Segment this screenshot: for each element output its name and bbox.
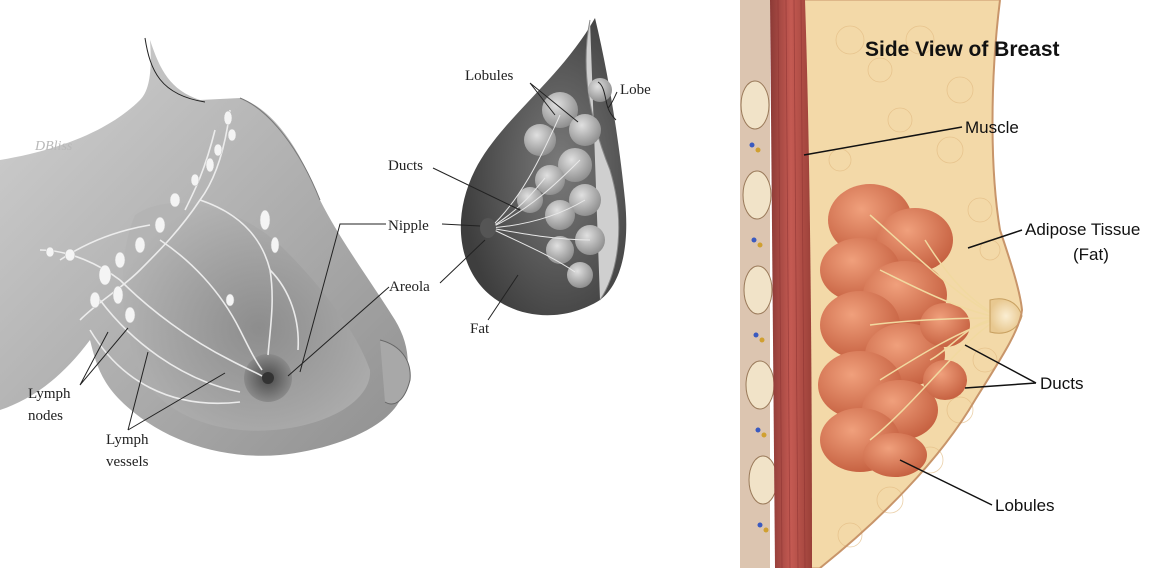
nipple bbox=[262, 372, 274, 384]
inset-nipple bbox=[480, 218, 496, 238]
label-lobe: Lobe bbox=[620, 82, 651, 98]
label-lymph-nodes-line2: nodes bbox=[28, 408, 63, 424]
pectoral-muscle bbox=[770, 0, 812, 568]
label-lymph-vessels-line2: vessels bbox=[106, 454, 149, 470]
artist-signature: DBliss bbox=[34, 139, 73, 154]
label-adipose-line2: (Fat) bbox=[1073, 245, 1109, 264]
label-muscle: Muscle bbox=[965, 118, 1019, 137]
label-ducts-inset: Ducts bbox=[388, 158, 423, 174]
label-areola: Areola bbox=[389, 279, 430, 295]
label-nipple: Nipple bbox=[388, 218, 429, 234]
label-lymph-vessels-line1: Lymph bbox=[106, 432, 149, 448]
label-ducts-side: Ducts bbox=[1040, 374, 1083, 393]
label-adipose-line1: Adipose Tissue bbox=[1025, 220, 1140, 239]
label-fat: Fat bbox=[470, 321, 490, 337]
label-lymph-nodes-line1: Lymph bbox=[28, 386, 71, 402]
breast-cross-section-inset bbox=[461, 18, 626, 315]
label-lobules-inset: Lobules bbox=[465, 68, 513, 84]
label-lobules-side: Lobules bbox=[995, 496, 1055, 515]
side-view-breast bbox=[740, 0, 1022, 568]
side-view-title: Side View of Breast bbox=[865, 38, 1060, 61]
